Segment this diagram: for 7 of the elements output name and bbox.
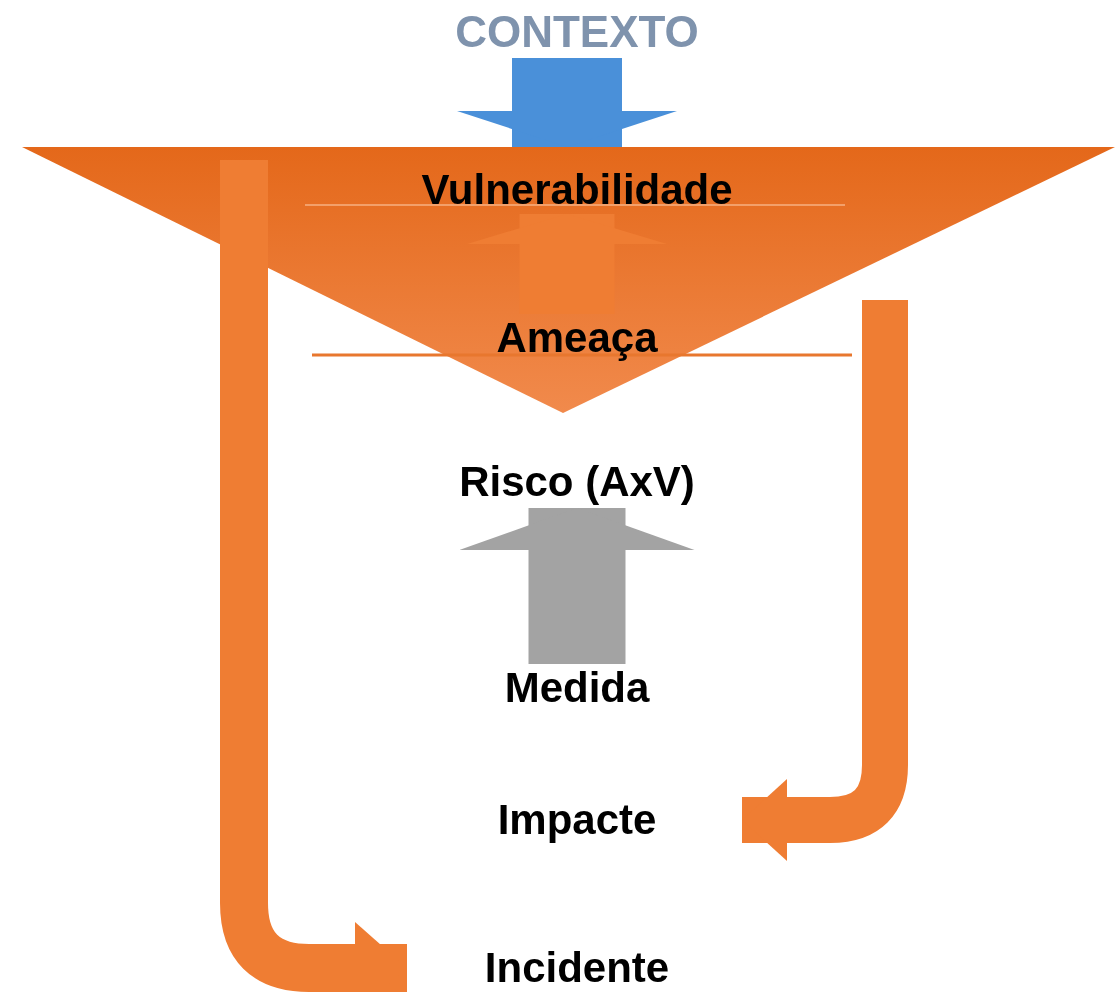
concept-label: Risco (AxV) bbox=[377, 458, 777, 506]
concept-label: Vulnerabilidade bbox=[327, 166, 827, 214]
heading-text: CONTEXTO bbox=[377, 6, 777, 58]
concept-label: Incidente bbox=[407, 944, 747, 992]
concept-label: Medida bbox=[377, 664, 777, 712]
concept-label: Impacte bbox=[412, 790, 742, 850]
concept-label: Ameaça bbox=[377, 314, 777, 362]
